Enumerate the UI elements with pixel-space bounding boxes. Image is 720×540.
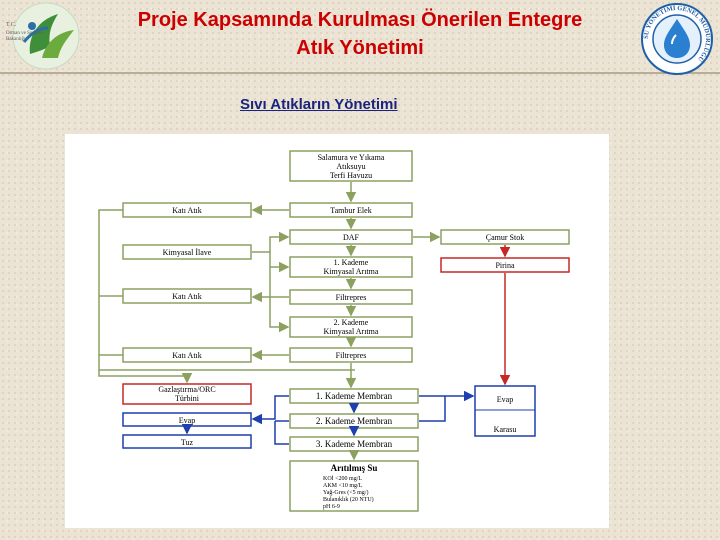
node-evap-right: Evap Karasu	[474, 385, 536, 437]
node-pirina: Pirina	[440, 257, 570, 273]
node-output-line-1: KOİ <200 mg/L	[323, 475, 362, 482]
node-arıtılmış-su: Arıtılmış Su KOİ <200 mg/L AKM <10 mg/L …	[289, 460, 419, 512]
water-directorate-logo: SU YÖNETİMİ GENEL MÜDÜRLÜĞÜ	[641, 3, 713, 75]
node-tambur-label: Tambur Elek	[330, 206, 371, 215]
node-source-line-3: Terfi Havuzu	[330, 171, 372, 180]
node-filtrepres-1-label: Filtrepres	[336, 293, 367, 302]
node-tuz: Tuz	[122, 434, 252, 449]
node-karasu-label: Karasu	[494, 425, 517, 434]
node-kati-atik-2-label: Katı Atık	[172, 292, 202, 301]
node-membran-3-label: 3. Kademe Membran	[316, 439, 393, 449]
node-membran-3: 3. Kademe Membran	[289, 436, 419, 452]
node-kademe-1: 1. Kademe Kimyasal Arıtma	[289, 256, 413, 278]
diagram-panel: Salamura ve Yıkama Atıksuyu Terfi Havuzu…	[65, 134, 609, 528]
node-kademe-2-line-1: 2. Kademe	[334, 318, 369, 327]
node-output-line-3: Yağ-Gres (<5 mg/)	[323, 489, 368, 496]
node-output-line-4: Bulanıklık (20 NTU)	[323, 496, 374, 503]
node-daf-label: DAF	[343, 233, 360, 242]
node-kademe-2-line-2: Kimyasal Arıtma	[324, 327, 379, 336]
node-kati-atik-1-label: Katı Atık	[172, 206, 202, 215]
node-tambur-elek: Tambur Elek	[289, 202, 413, 218]
node-kati-atik-2: Katı Atık	[122, 288, 252, 304]
node-evap-left: Evap	[122, 412, 252, 427]
node-kademe-2: 2. Kademe Kimyasal Arıtma	[289, 316, 413, 338]
node-output-line-5: pH 6-9	[323, 504, 340, 510]
node-kademe-1-line-1: 1. Kademe	[334, 258, 369, 267]
node-gazlastirma-line-1: Gazlaştırma/ORC	[158, 385, 215, 394]
node-gazlastirma-line-2: Türbini	[175, 394, 200, 403]
node-source: Salamura ve Yıkama Atıksuyu Terfi Havuzu	[289, 150, 413, 182]
node-output-line-2: AKM <10 mg/L	[323, 483, 363, 489]
node-evap-right-label: Evap	[497, 395, 513, 404]
node-source-line-2: Atıksuyu	[336, 162, 365, 171]
ministry-logo-text-2: Orman ve Su İşleri	[6, 30, 45, 36]
node-gazlastirma: Gazlaştırma/ORC Türbini	[122, 383, 252, 405]
node-output-title: Arıtılmış Su	[331, 463, 378, 473]
node-kati-atik-3: Katı Atık	[122, 347, 252, 363]
node-kati-atik-3-label: Katı Atık	[172, 351, 202, 360]
node-membran-1-label: 1. Kademe Membran	[316, 391, 393, 401]
node-membran-2-label: 2. Kademe Membran	[316, 416, 393, 426]
header-divider	[0, 72, 720, 74]
node-tuz-label: Tuz	[181, 438, 194, 447]
node-kademe-1-line-2: Kimyasal Arıtma	[324, 267, 379, 276]
ministry-logo: T.C. Orman ve Su İşleri Bakanlığı	[6, 2, 80, 70]
node-kati-atik-1: Katı Atık	[122, 202, 252, 218]
title-line-1: Proje Kapsamında Kurulması Önerilen Ente…	[137, 9, 583, 31]
flow-diagram: Salamura ve Yıkama Atıksuyu Terfi Havuzu…	[98, 150, 570, 512]
title-line-2: Atık Yönetimi	[296, 37, 424, 59]
section-subtitle: Sıvı Atıkların Yönetimi	[240, 96, 398, 113]
node-source-line-1: Salamura ve Yıkama	[318, 153, 385, 162]
node-kimyasal-ilave-label: Kimyasal İlave	[163, 248, 212, 257]
ministry-logo-text-1: T.C.	[6, 22, 17, 28]
node-filtrepres-2-label: Filtrepres	[336, 351, 367, 360]
node-membran-2: 2. Kademe Membran	[289, 413, 419, 429]
node-filtrepres-2: Filtrepres	[289, 347, 413, 363]
node-filtrepres-1: Filtrepres	[289, 289, 413, 305]
node-evap-left-label: Evap	[179, 416, 195, 425]
ministry-logo-text-3: Bakanlığı	[6, 37, 26, 42]
node-camur-stok: Çamur Stok	[440, 229, 570, 245]
node-membran-1: 1. Kademe Membran	[289, 388, 419, 404]
page-title: Proje Kapsamında Kurulması Önerilen Ente…	[95, 6, 625, 62]
node-pirina-label: Pirina	[495, 261, 515, 270]
node-daf: DAF	[289, 229, 413, 245]
node-camur-stok-label: Çamur Stok	[486, 233, 524, 242]
node-kimyasal-ilave: Kimyasal İlave	[122, 244, 252, 260]
